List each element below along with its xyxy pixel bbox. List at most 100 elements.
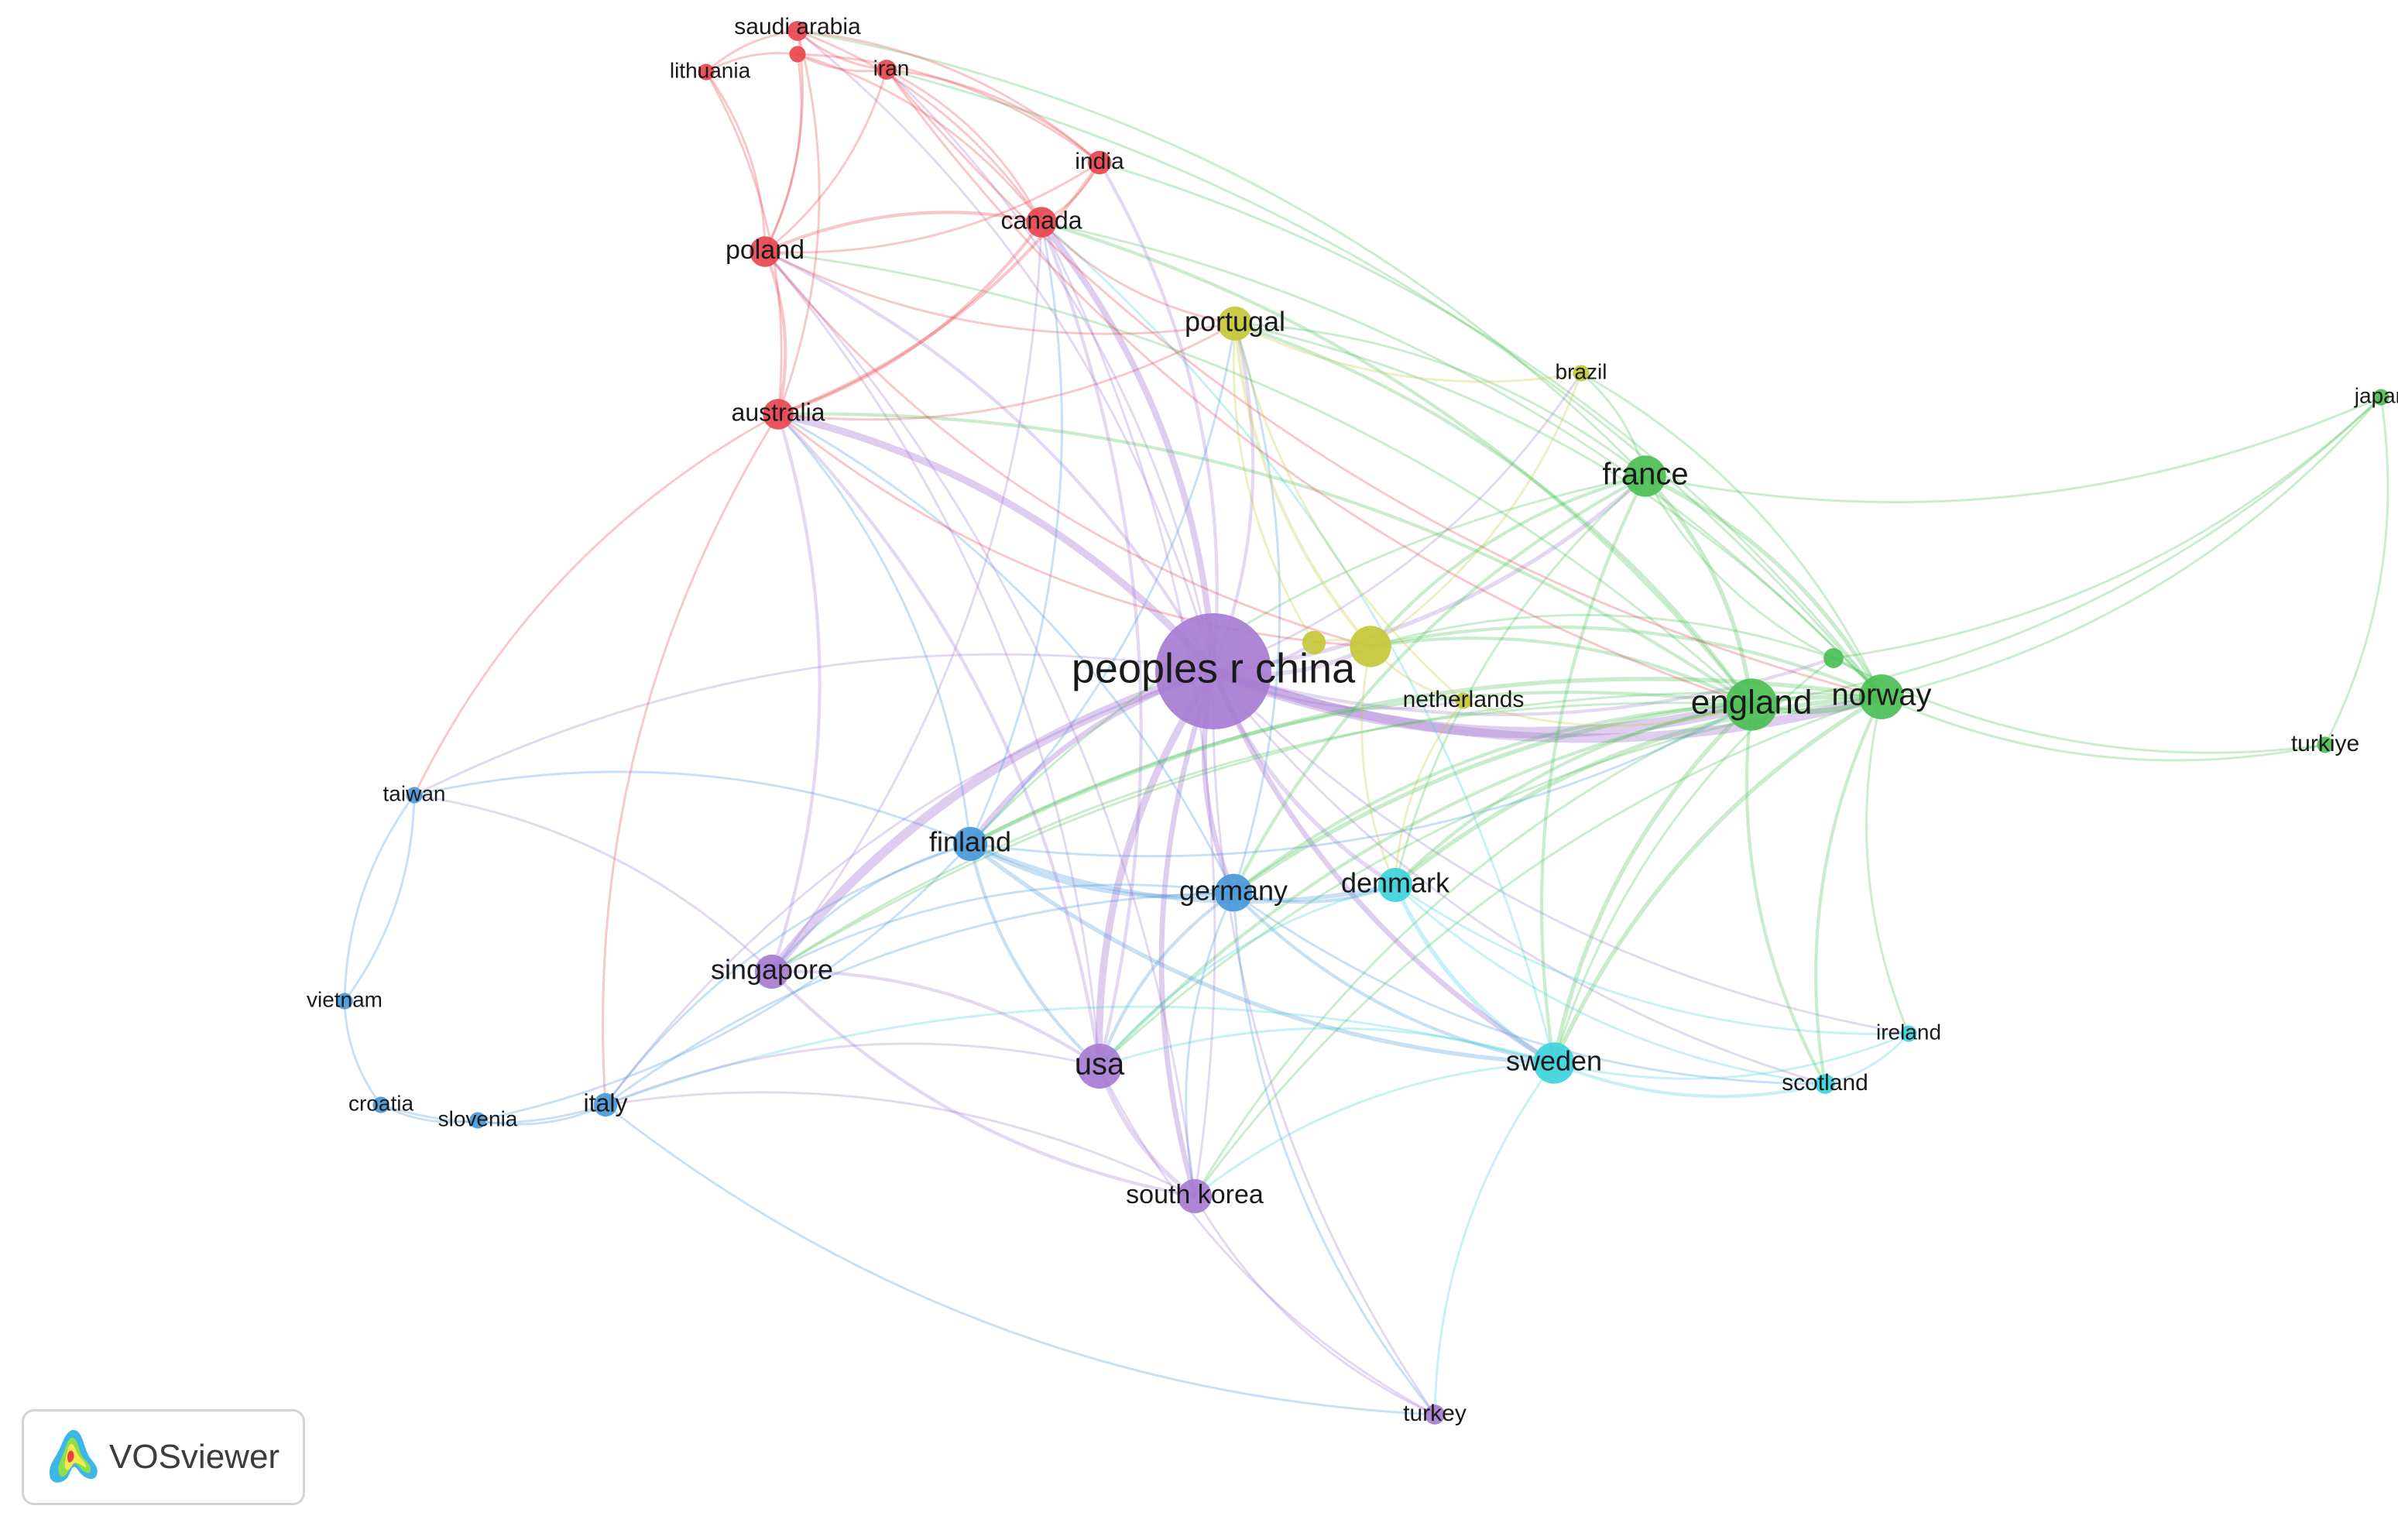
link-peoples-r-china-italy [604, 670, 1215, 1106]
link-singapore-canada [770, 221, 1043, 973]
link-green1-sweden [1552, 657, 1835, 1065]
link-norway-sweden [1552, 695, 1884, 1065]
link-south-korea-turkey [1193, 1195, 1436, 1416]
node-taiwan[interactable] [406, 787, 423, 804]
link-germany-australia [777, 413, 1235, 894]
link-england-portugal [1233, 321, 1754, 707]
node-netherlands[interactable] [1455, 692, 1472, 709]
link-canada-saudi-arabia [796, 29, 1043, 224]
node-japan[interactable] [2372, 389, 2389, 406]
link-norway-france [1643, 474, 1884, 699]
node-germany[interactable] [1214, 873, 1253, 912]
link-yellow2-brazil [1369, 372, 1583, 648]
link-france-sweden [1539, 474, 1648, 1065]
link-australia-saudi-arabia [777, 29, 821, 416]
link-poland-yellow2 [763, 250, 1372, 648]
node-slovenia[interactable] [469, 1112, 486, 1129]
vosviewer-wordmark: VOSviewer [109, 1438, 280, 1476]
link-australia-yellow2 [777, 413, 1372, 648]
link-peoples-r-china-france [1211, 474, 1648, 674]
node-turkiye[interactable] [2317, 736, 2334, 753]
link-finland-denmark [968, 842, 1398, 904]
node-green1[interactable] [1823, 648, 1844, 668]
link-canada-iran [885, 68, 1043, 224]
node-norway[interactable] [1859, 674, 1904, 719]
node-canada[interactable] [1026, 207, 1057, 238]
link-finland-singapore [770, 842, 972, 973]
node-ireland[interactable] [1900, 1025, 1917, 1042]
link-iran-england [885, 68, 1753, 706]
label-ireland: ireland [1876, 1020, 1941, 1044]
link-yellow2-denmark [1360, 645, 1397, 887]
node-denmark[interactable] [1377, 867, 1413, 903]
node-singapore[interactable] [754, 954, 790, 990]
link-usa-singapore [770, 969, 1102, 1068]
node-sa2[interactable] [789, 46, 806, 63]
node-south-korea[interactable] [1177, 1178, 1213, 1214]
link-sweden-italy [604, 1005, 1556, 1106]
link-saudi-arabia-iran [796, 29, 888, 71]
link-finland-italy [604, 842, 972, 1106]
label-lithuania: lithuania [670, 58, 751, 82]
node-france[interactable] [1624, 455, 1666, 497]
link-finland-portugal [969, 322, 1237, 845]
link-denmark-sweden [1393, 883, 1556, 1065]
node-england[interactable] [1725, 678, 1778, 731]
link-peoples-r-china-turkey [1212, 670, 1436, 1416]
link-green1-yellow2 [1369, 613, 1835, 660]
label-australia: australia [732, 398, 825, 426]
link-peoples-r-china-singapore [767, 667, 1218, 976]
link-taiwan-vietnam [343, 794, 416, 1003]
link-germany-portugal [1232, 322, 1281, 894]
link-peoples-r-china-brazil [1212, 372, 1583, 673]
link-peoples-r-china-poland [763, 249, 1216, 674]
link-germany-sweden [1231, 890, 1556, 1065]
link-england-australia [776, 412, 1754, 707]
link-peoples-r-china-iran [885, 68, 1215, 673]
link-slovenia-italy [476, 1103, 607, 1126]
node-yellow2[interactable] [1350, 626, 1391, 667]
label-south-korea: south korea [1126, 1180, 1264, 1209]
node-iran[interactable] [877, 60, 897, 80]
label-sweden: sweden [1506, 1045, 1602, 1077]
node-vietnam[interactable] [336, 993, 353, 1010]
link-denmark-ireland [1394, 883, 1910, 1035]
node-scotland[interactable] [1815, 1074, 1835, 1094]
link-france-portugal [1233, 322, 1647, 478]
link-green1-japan [1832, 396, 2383, 660]
node-portugal[interactable] [1217, 306, 1253, 341]
node-australia[interactable] [763, 399, 794, 430]
node-yellow1[interactable] [1302, 630, 1326, 655]
node-poland[interactable] [750, 236, 780, 267]
link-turkiye-japan [2324, 396, 2389, 746]
link-france-yellow2 [1368, 474, 1648, 649]
link-france-germany [1231, 474, 1648, 895]
node-brazil[interactable] [1573, 365, 1590, 382]
node-italy[interactable] [593, 1092, 618, 1117]
link-india-sa2 [796, 53, 1101, 164]
node-sweden[interactable] [1533, 1042, 1575, 1084]
link-norway-south-korea [1193, 695, 1883, 1198]
node-saudi-arabia[interactable] [787, 21, 808, 41]
link-germany-singapore [770, 883, 1235, 973]
link-norway-portugal [1233, 322, 1883, 698]
node-india[interactable] [1087, 150, 1112, 175]
node-turkey[interactable] [1425, 1405, 1445, 1425]
link-norway-japan [1880, 396, 2383, 698]
node-usa[interactable] [1077, 1044, 1122, 1089]
link-england-canada [1039, 220, 1754, 707]
link-india-saudi-arabia [796, 29, 1101, 164]
link-slovenia-finland [476, 842, 972, 1122]
link-usa-australia [776, 412, 1102, 1068]
node-lithuania[interactable] [698, 63, 715, 81]
link-germany-turkey [1232, 891, 1436, 1416]
node-peoples-r-china[interactable] [1155, 613, 1271, 729]
link-norway-india [1098, 161, 1883, 698]
link-india-iran [885, 68, 1101, 164]
node-croatia[interactable] [372, 1096, 389, 1113]
link-germany-denmark [1231, 883, 1398, 904]
node-finland[interactable] [952, 826, 988, 862]
link-sweden-south-korea [1193, 1062, 1556, 1198]
link-england-poland [763, 250, 1753, 706]
label-poland: poland [726, 235, 804, 265]
